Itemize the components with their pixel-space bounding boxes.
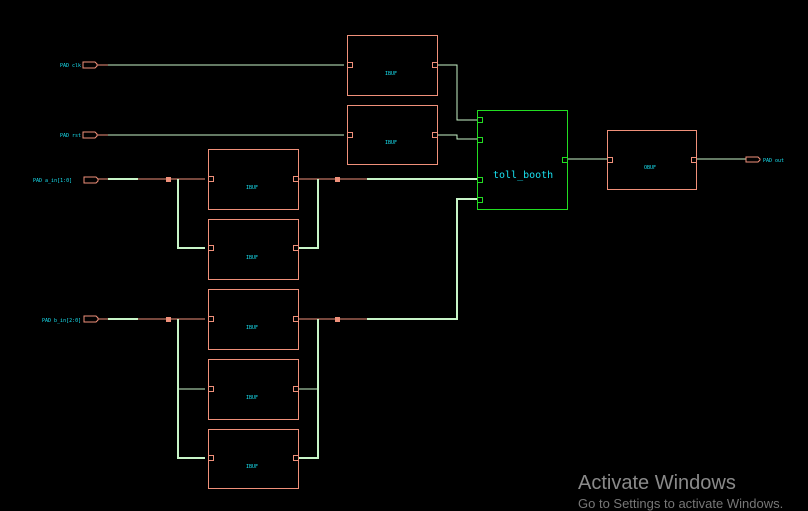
wire[interactable]: [437, 64, 478, 121]
pin-icon: [347, 62, 353, 68]
bus-wire[interactable]: [298, 319, 319, 459]
cell-ibuf-a0[interactable]: IBUF: [208, 149, 299, 210]
input-port-icon: [83, 176, 99, 184]
port-label: PAD out: [763, 158, 784, 164]
pin-icon: [293, 455, 299, 461]
pin-icon: [208, 316, 214, 322]
pin-icon: [208, 386, 214, 392]
cell-ibuf-a1[interactable]: IBUF: [208, 219, 299, 280]
wires: [97, 64, 746, 459]
bus-wire[interactable]: [177, 319, 205, 459]
cell-label: IBUF: [246, 325, 258, 331]
cell-label: IBUF: [246, 185, 258, 191]
top-module-toll-booth[interactable]: toll_booth: [477, 110, 568, 210]
activate-windows-title: Activate Windows: [578, 472, 736, 494]
cell-ibuf-rst[interactable]: IBUF: [347, 105, 438, 165]
port-label: PAD rst: [60, 133, 81, 139]
cell-label: IBUF: [246, 395, 258, 401]
module-label: toll_booth: [493, 170, 553, 181]
port-label: PAD b_in[2:0]: [42, 318, 81, 324]
pin-icon: [293, 386, 299, 392]
cell-ibuf-b0[interactable]: IBUF: [208, 289, 299, 350]
bus-ripper-icon: [166, 317, 171, 322]
output-port-icon: [745, 156, 761, 163]
cell-label: IBUF: [385, 140, 397, 146]
pin-icon: [477, 137, 483, 143]
pin-icon: [208, 245, 214, 251]
output-port-out[interactable]: PAD out: [745, 156, 784, 164]
cell-obuf-out[interactable]: OBUF: [607, 130, 697, 190]
activate-windows-subtitle: Go to Settings to activate Windows.: [578, 496, 784, 511]
pin-icon: [562, 157, 568, 163]
input-port-rst[interactable]: PAD rst: [60, 131, 98, 139]
bus-ripper-icon: [166, 177, 171, 182]
input-port-clk[interactable]: PAD clk: [60, 61, 98, 69]
bus-ripper-icon: [335, 177, 340, 182]
pin-icon: [347, 132, 353, 138]
cell-label: IBUF: [246, 464, 258, 470]
wire[interactable]: [437, 134, 478, 140]
input-port-icon: [83, 315, 99, 323]
bus-wire[interactable]: [367, 198, 478, 320]
input-port-icon: [82, 61, 98, 69]
bus-wire[interactable]: [298, 179, 319, 249]
cell-label: OBUF: [644, 165, 656, 171]
pin-icon: [607, 157, 613, 163]
pin-icon: [208, 176, 214, 182]
pin-icon: [432, 132, 438, 138]
cell-label: IBUF: [385, 71, 397, 77]
pin-icon: [477, 197, 483, 203]
port-label: PAD a_in[1:0]: [33, 178, 72, 184]
cell-label: IBUF: [246, 255, 258, 261]
pin-icon: [477, 177, 483, 183]
cell-ibuf-b2[interactable]: IBUF: [208, 429, 299, 489]
pin-icon: [477, 117, 483, 123]
input-port-a-bus[interactable]: PAD a_in[1:0]: [33, 176, 99, 184]
port-label: PAD clk: [60, 63, 81, 69]
pin-icon: [293, 316, 299, 322]
bus-ripper-icon: [335, 317, 340, 322]
pin-icon: [293, 245, 299, 251]
bus-wire[interactable]: [177, 179, 205, 249]
input-port-b-bus[interactable]: PAD b_in[2:0]: [42, 315, 99, 324]
cell-ibuf-clk[interactable]: IBUF: [347, 35, 438, 96]
input-port-icon: [82, 131, 98, 139]
pin-icon: [208, 455, 214, 461]
cell-ibuf-b1[interactable]: IBUF: [208, 359, 299, 420]
pin-icon: [691, 157, 697, 163]
pin-icon: [432, 62, 438, 68]
pin-icon: [293, 176, 299, 182]
